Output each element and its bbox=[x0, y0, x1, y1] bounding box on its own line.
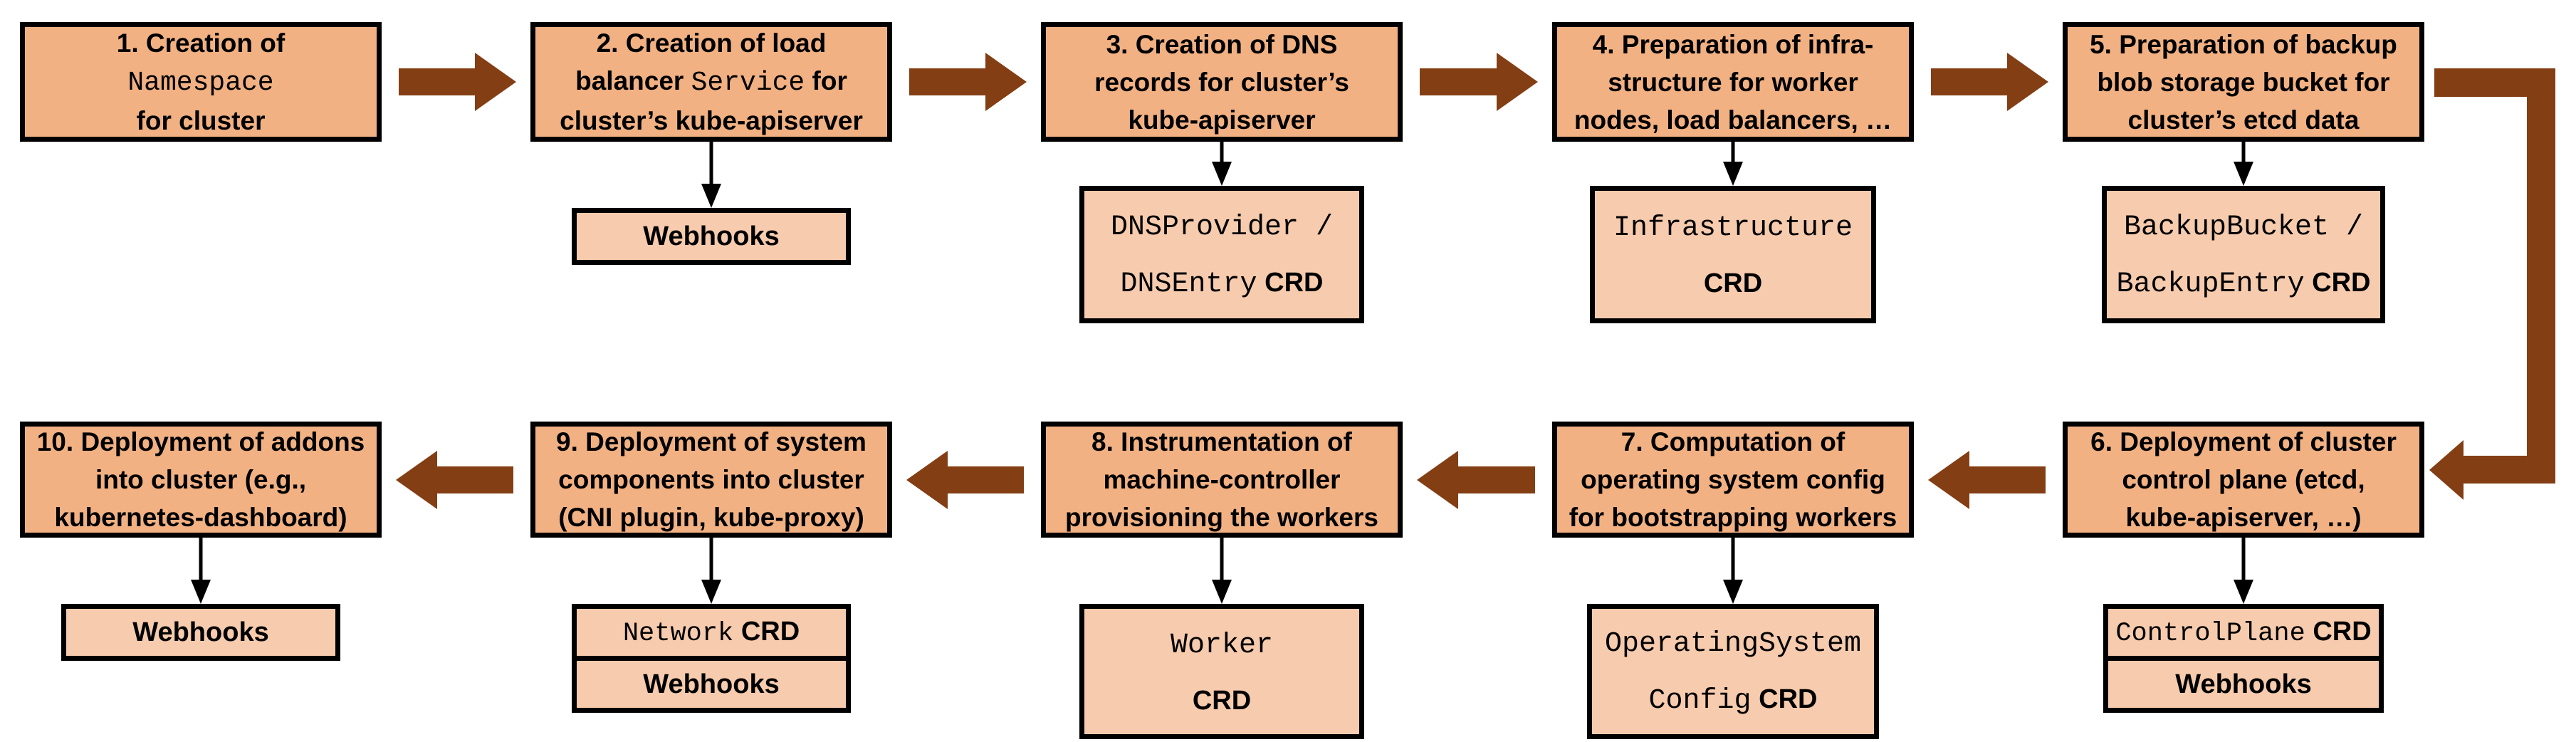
connector-step7-osc-crd-arrowhead bbox=[1723, 580, 1743, 604]
text-line: components into cluster bbox=[558, 465, 864, 494]
text-line: machine-controller bbox=[1103, 465, 1341, 494]
connector-step6-controlplane-crd-arrowhead bbox=[2234, 580, 2253, 604]
step-5-box: 5. Preparation of backup blob storage buc… bbox=[2063, 22, 2424, 142]
text-line: structure for worker bbox=[1608, 67, 1858, 97]
webhooks-box-step-2: Webhooks bbox=[572, 208, 851, 265]
text-line: cluster’s etcd data bbox=[2127, 105, 2360, 135]
flow-arrow-step8-step9 bbox=[906, 451, 1024, 509]
text-line: 7. Computation of bbox=[1621, 427, 1845, 456]
text-line: kube-apiserver bbox=[1128, 105, 1316, 135]
text-line: 1. Creation of bbox=[116, 28, 286, 58]
text-line: 8. Instrumentation of bbox=[1091, 427, 1352, 456]
text-line: CRD bbox=[1703, 268, 1763, 298]
elbow-arrow-step5-step6 bbox=[2429, 68, 2555, 500]
connector-step3-dns-crd-arrowhead bbox=[1212, 162, 1232, 186]
text-line: for bootstrapping workers bbox=[1569, 503, 1897, 532]
step-4-box: 4. Preparation of infra-structure for wo… bbox=[1552, 22, 1914, 142]
webhooks-box-step-6: Webhooks bbox=[2103, 656, 2384, 713]
text-line: 10. Deployment of addons bbox=[36, 427, 365, 456]
text-line: Webhooks bbox=[2175, 669, 2312, 699]
text-line: control plane (etcd, bbox=[2122, 465, 2365, 494]
webhooks-box-step-9: Webhooks bbox=[572, 656, 851, 713]
step-8-box: 8. Instrumentation of machine-controller p… bbox=[1041, 422, 1403, 538]
text-line: Worker bbox=[1170, 629, 1274, 662]
text-line: 5. Preparation of backup bbox=[2090, 29, 2397, 59]
text-line: kubernetes-dashboard) bbox=[54, 503, 347, 532]
text-line: Network CRD bbox=[622, 616, 800, 649]
text-line: operating system config bbox=[1581, 465, 1885, 494]
text-line: cluster’s kube-apiserver bbox=[560, 106, 863, 135]
text-line: Infrastructure bbox=[1613, 212, 1853, 244]
controlplane-crd-box: ControlPlane CRD bbox=[2103, 604, 2384, 661]
text-line: Webhooks bbox=[643, 669, 780, 699]
text-line: (CNI plugin, kube-proxy) bbox=[558, 503, 864, 532]
text-line: BackupEntry CRD bbox=[2116, 267, 2371, 301]
step-1-box: 1. Creation of Namespace for cluster bbox=[20, 22, 382, 142]
text-line: CRD bbox=[1192, 685, 1252, 716]
flow-arrow-step1-step2 bbox=[399, 53, 516, 111]
text-line: records for cluster’s bbox=[1094, 67, 1349, 97]
connector-step4-infrastructure-crd-arrowhead bbox=[1723, 162, 1743, 186]
flow-arrow-step6-step7 bbox=[1928, 451, 2046, 509]
step-10-box: 10. Deployment of addons into cluster (e.… bbox=[20, 422, 382, 538]
text-line: DNSProvider / bbox=[1110, 211, 1334, 244]
dnsprovider-dnsentry-crd-box: DNSProvider / DNSEntry CRD bbox=[1079, 186, 1364, 323]
webhooks-box-step-10: Webhooks bbox=[61, 604, 340, 661]
text-line: 3. Creation of DNS bbox=[1106, 29, 1338, 59]
connector-step10-webhooks-arrowhead bbox=[191, 580, 211, 604]
text-line: into cluster (e.g., bbox=[95, 465, 307, 494]
text-line: DNSEntry CRD bbox=[1120, 267, 1324, 301]
text-line: nodes, load balancers, … bbox=[1574, 105, 1892, 135]
text-line: Webhooks bbox=[643, 221, 780, 251]
text-line: Namespace bbox=[127, 68, 274, 98]
step-6-box: 6. Deployment of cluster control plane (e… bbox=[2063, 422, 2424, 538]
backupbucket-backupentry-crd-box: BackupBucket / BackupEntry CRD bbox=[2102, 186, 2385, 323]
text-line: balancer Service for bbox=[575, 66, 847, 98]
text-line: 6. Deployment of cluster bbox=[2090, 427, 2397, 456]
connector-step2-webhooks-arrowhead bbox=[701, 184, 721, 208]
flow-arrow-step7-step8 bbox=[1417, 451, 1535, 509]
step-7-box: 7. Computation of operating system config… bbox=[1552, 422, 1914, 538]
text-line: OperatingSystem bbox=[1604, 628, 1862, 660]
connector-step9-network-crd-arrowhead bbox=[701, 580, 721, 604]
flow-arrow-step2-step3 bbox=[909, 53, 1027, 111]
text-line: kube-apiserver, …) bbox=[2125, 503, 2362, 532]
text-line: provisioning the workers bbox=[1065, 503, 1378, 532]
network-crd-box: Network CRD bbox=[572, 604, 851, 661]
text-line: Webhooks bbox=[132, 617, 269, 647]
flow-arrow-step3-step4 bbox=[1420, 53, 1538, 111]
text-line: ControlPlane CRD bbox=[2115, 616, 2372, 649]
flow-arrow-step9-step10 bbox=[396, 451, 513, 509]
text-line: blob storage bucket for bbox=[2097, 67, 2390, 97]
text-line: 9. Deployment of system bbox=[556, 427, 866, 456]
step-9-box: 9. Deployment of system components into c… bbox=[530, 422, 892, 538]
step-3-box: 3. Creation of DNS records for cluster’s k… bbox=[1041, 22, 1403, 142]
text-line: for cluster bbox=[136, 106, 266, 135]
text-line: Config CRD bbox=[1648, 684, 1818, 717]
text-line: 2. Creation of load bbox=[596, 28, 827, 58]
step-2-box: 2. Creation of load balancer Service for c… bbox=[530, 22, 892, 142]
text-line: BackupBucket / bbox=[2123, 211, 2364, 244]
connector-step8-worker-crd-arrowhead bbox=[1212, 580, 1232, 604]
connector-step5-backup-crd-arrowhead bbox=[2234, 162, 2253, 186]
text-line: 4. Preparation of infra- bbox=[1592, 29, 1874, 59]
flow-arrow-step4-step5 bbox=[1931, 53, 2048, 111]
